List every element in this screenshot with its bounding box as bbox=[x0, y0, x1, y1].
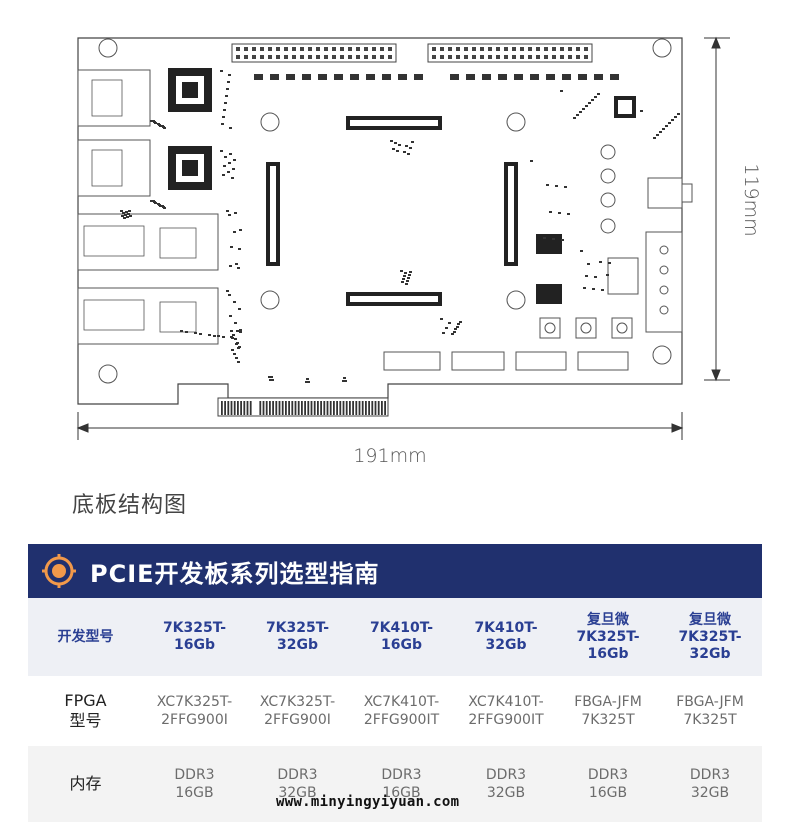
table-cell: XC7K325T- 2FFG900I bbox=[156, 694, 233, 728]
power-module bbox=[536, 234, 639, 304]
table-cell: DDR3 16GB bbox=[174, 767, 215, 801]
ethernet-port-1 bbox=[77, 69, 151, 127]
table-cell: XC7K410T- 2FFG900IT bbox=[363, 694, 440, 728]
watermark: www.minyingyiyuan.com bbox=[276, 794, 460, 810]
table-cell: DDR3 32GB bbox=[689, 767, 731, 801]
dip-potentiometers bbox=[539, 317, 633, 339]
ethernet-port-2 bbox=[77, 139, 151, 197]
selection-guide-banner: PCIE开发板系列选型指南 bbox=[28, 544, 762, 598]
guide-title: PCIE开发板系列选型指南 bbox=[90, 559, 380, 588]
table-cell: DDR3 16GB bbox=[381, 767, 422, 801]
table-row: FPGA 型号 XC7K325T- 2FFG900I XC7K325T- 2FF… bbox=[28, 676, 762, 746]
sfp-cage-1 bbox=[77, 213, 219, 271]
push-buttons bbox=[600, 144, 616, 234]
table-cell: XC7K410T- 2FFG900IT bbox=[468, 694, 544, 728]
header-cell: 复旦微 7K325T- 16Gb bbox=[576, 611, 640, 662]
header-cell: 复旦微 7K325T- 32Gb bbox=[678, 611, 742, 662]
board-structure-diagram: 191mm 119mm bbox=[76, 36, 762, 467]
table-cell: FBGA-JFM 7K325T bbox=[574, 694, 642, 728]
figure-caption: 底板结构图 bbox=[72, 493, 188, 518]
table-row: 内存 DDR3 16GB DDR3 32GB DDR3 16GB DDR3 32… bbox=[28, 746, 762, 822]
connector-j1 bbox=[266, 162, 280, 266]
pcie-edge-connector bbox=[217, 397, 389, 417]
dimension-height bbox=[704, 36, 730, 382]
connector-j4 bbox=[346, 292, 442, 306]
header-cell: 7K410T- 32Gb bbox=[474, 620, 538, 653]
target-icon bbox=[42, 554, 76, 588]
row-label: 内存 bbox=[69, 774, 102, 793]
row-label: FPGA 型号 bbox=[64, 691, 107, 730]
table-header-row: 开发型号 7K325T- 16Gb 7K325T- 32Gb 7K410T- 1… bbox=[28, 598, 762, 676]
mounting-holes bbox=[98, 38, 672, 384]
usb-chip bbox=[614, 96, 636, 118]
connector-j2 bbox=[346, 116, 442, 130]
right-fan-header bbox=[645, 231, 683, 333]
power-jack bbox=[647, 177, 693, 209]
table-cell: DDR3 32GB bbox=[277, 767, 318, 801]
table-cell: DDR3 32GB bbox=[485, 767, 527, 801]
sfp-cage-2 bbox=[77, 287, 219, 345]
selection-table: 开发型号 7K325T- 16Gb 7K325T- 32Gb 7K410T- 1… bbox=[28, 598, 762, 822]
passive-components bbox=[120, 70, 680, 383]
table-cell: XC7K325T- 2FFG900I bbox=[259, 694, 336, 728]
width-dimension-label: 191mm bbox=[353, 445, 426, 467]
table-cell: DDR3 16GB bbox=[587, 767, 629, 801]
connector-j3 bbox=[504, 162, 518, 266]
header-cell: 7K325T- 16Gb bbox=[162, 620, 227, 653]
top-header-left bbox=[231, 43, 397, 63]
phy-chip-2 bbox=[168, 146, 212, 190]
dimension-width bbox=[76, 412, 684, 440]
bottom-headers bbox=[383, 351, 629, 371]
top-header-right bbox=[427, 43, 593, 63]
led-row bbox=[254, 74, 619, 80]
height-dimension-label: 119mm bbox=[740, 163, 762, 236]
header-cell: 7K410T- 16Gb bbox=[369, 620, 434, 653]
header-cell: 开发型号 bbox=[57, 628, 114, 645]
phy-chip-1 bbox=[168, 68, 212, 112]
table-cell: FBGA-JFM 7K325T bbox=[676, 694, 744, 728]
header-cell: 7K325T- 32Gb bbox=[265, 620, 330, 653]
